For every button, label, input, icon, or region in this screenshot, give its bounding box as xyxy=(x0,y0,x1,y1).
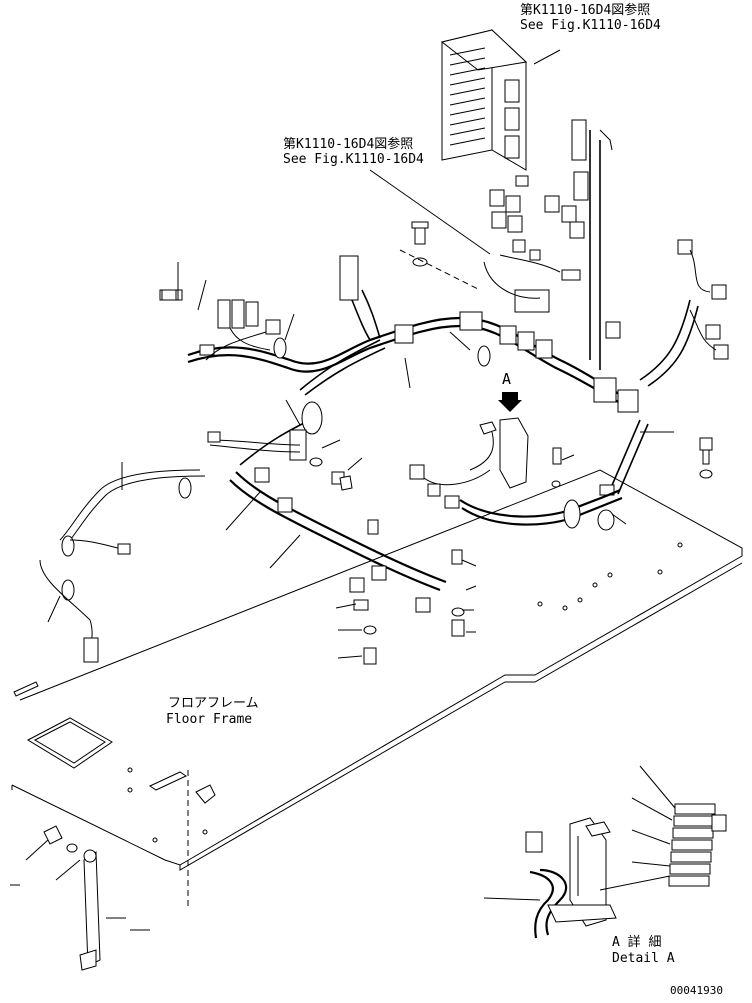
detail-a-en: Detail A xyxy=(612,951,675,966)
upper-left-harness xyxy=(159,289,287,361)
detail-a-jp: A 詳 細 xyxy=(612,934,661,950)
relay-block xyxy=(483,119,621,370)
main-harness xyxy=(187,239,729,565)
floor-frame-jp: フロアフレーム xyxy=(168,696,259,711)
leader-lines xyxy=(10,49,674,931)
fasteners xyxy=(43,221,713,971)
view-marker-label: A xyxy=(502,370,511,388)
floor-frame-en: Floor Frame xyxy=(166,712,252,727)
center-connector xyxy=(409,392,562,509)
floor-frame-plate xyxy=(11,469,743,871)
controller-panel xyxy=(440,28,528,171)
detail-terminal-stack xyxy=(668,803,727,887)
ref-mid-jp: 第K1110-16D4図参照 xyxy=(283,136,413,152)
drawing-number: 00041930 xyxy=(670,984,723,997)
ref-top-en: See Fig.K1110-16D4 xyxy=(520,18,661,33)
ref-mid-en: See Fig.K1110-16D4 xyxy=(283,152,424,167)
detail-a-drawing xyxy=(483,765,727,939)
left-harness xyxy=(39,401,447,663)
ref-top-jp: 第K1110-16D4図参照 xyxy=(520,2,650,18)
dash-line xyxy=(399,249,481,291)
